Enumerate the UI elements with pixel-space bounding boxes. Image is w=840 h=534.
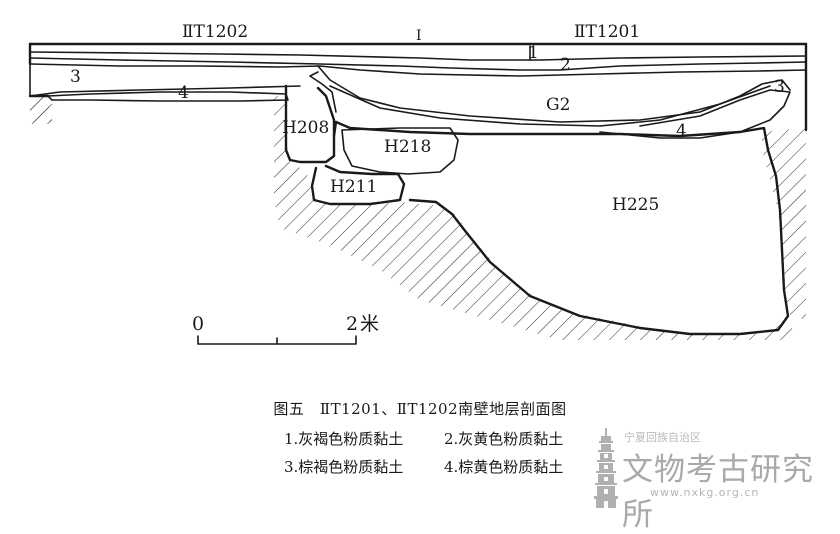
- layer-label-4-right: 4: [676, 121, 687, 141]
- layer-label-4-left: 4: [178, 83, 189, 103]
- scale-start-label: 0: [192, 313, 204, 335]
- figure-caption-title: 图五 ⅡT1201、ⅡT1202南壁地层剖面图: [273, 400, 567, 418]
- scale-end-label: 2: [346, 313, 358, 335]
- scale-bar: 0 2 米: [192, 313, 379, 345]
- watermark-region: 宁夏回族自治区: [624, 431, 701, 444]
- institute-watermark: 宁夏回族自治区 文物考古研究所 www.nxkg.org.cn: [592, 426, 832, 533]
- layer-label-1: 1: [528, 43, 539, 63]
- scale-unit-label: 米: [360, 313, 379, 335]
- natural-soil-hatching: [30, 96, 806, 340]
- watermark-url: www.nxkg.org.cn: [650, 486, 760, 499]
- boundary-tick-mark: I: [416, 28, 422, 44]
- trench-label-left: ⅡT1202: [182, 22, 248, 42]
- pagoda-icon: [594, 428, 618, 508]
- trench-label-right: ⅡT1201: [574, 22, 640, 42]
- feature-label-h211: H211: [330, 177, 377, 197]
- layer-label-3-right: 3: [774, 77, 785, 97]
- legend-item-3: 3.棕褐色粉质黏土: [284, 458, 404, 476]
- feature-label-h218: H218: [384, 137, 431, 157]
- legend-item-2: 2.灰黄色粉质黏土: [444, 430, 564, 448]
- layer-boundaries: [28, 42, 808, 336]
- feature-label-h225: H225: [612, 195, 659, 215]
- layer-label-3-left: 3: [70, 67, 81, 87]
- legend-item-4: 4.棕黄色粉质黏土: [444, 458, 564, 476]
- legend-item-1: 1.灰褐色粉质黏土: [284, 430, 404, 448]
- feature-label-h208: H208: [282, 118, 329, 138]
- feature-label-g2: G2: [546, 95, 570, 115]
- stratigraphic-section-drawing: ⅡT1202 ⅡT1201 I 1 2 3 4 3 4 G2 H208 H218…: [28, 22, 808, 345]
- layer-label-2: 2: [560, 55, 571, 75]
